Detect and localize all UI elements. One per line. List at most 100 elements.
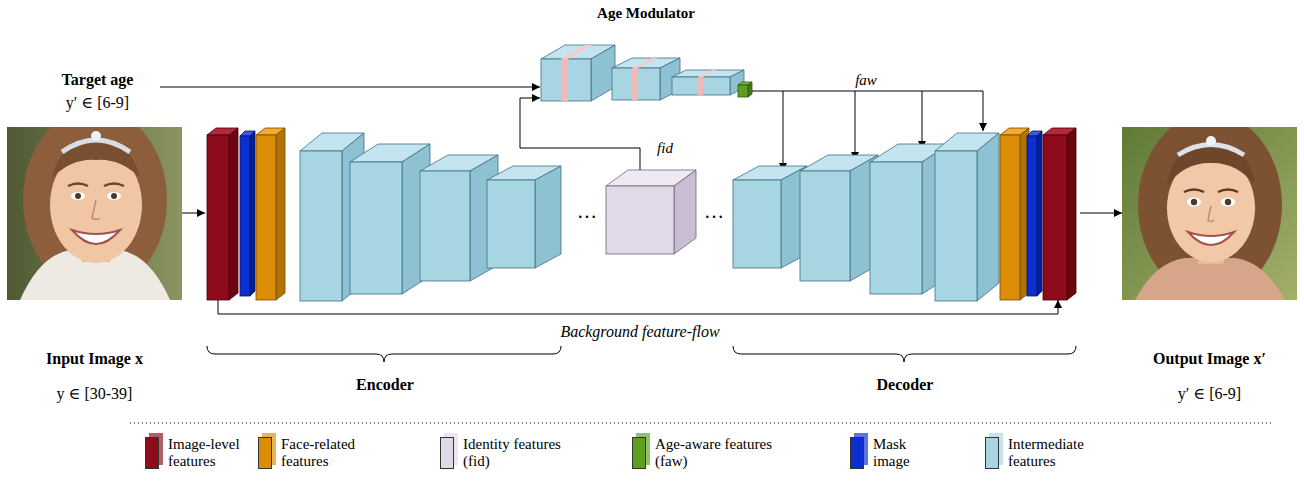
node-heading: fid — [620, 139, 710, 157]
intermediate-block-front — [733, 180, 781, 268]
modulator-stripe — [632, 58, 658, 68]
legend-swatch — [145, 437, 159, 469]
legend-item: Intermediate features — [985, 436, 1100, 469]
branch-arrow — [855, 91, 856, 160]
node-heading: Age Modulator — [540, 4, 752, 22]
legend-swatch — [440, 437, 454, 469]
ellipsis-mark: … — [574, 199, 600, 223]
decoder: Decoder — [730, 131, 1080, 300]
identity-cube-front — [606, 186, 674, 254]
intermediate-block-front — [420, 171, 470, 281]
modulator-block — [672, 70, 744, 95]
modulator-stripe — [561, 59, 568, 101]
face-related-block-front — [1000, 135, 1020, 300]
modulator-stripe — [632, 68, 638, 100]
connector-arrow — [218, 300, 1058, 314]
face-related-block — [256, 128, 285, 300]
image-level-block-side — [229, 128, 238, 300]
node-heading: Decoder — [730, 375, 1080, 394]
ellipsis-mark: … — [701, 199, 727, 223]
input-photo — [7, 127, 182, 300]
node-heading: Input Image x — [7, 349, 182, 368]
image-level-block-side — [1067, 128, 1076, 300]
legend-item: Image-level features — [145, 436, 253, 469]
legend-swatch — [985, 437, 999, 469]
output-image: Output Image x′y′ ∈ [6-9] — [1122, 127, 1297, 300]
feature-blocks — [207, 45, 1076, 301]
modulator-block-front — [612, 68, 660, 100]
connector-arrow — [1080, 213, 1122, 214]
intermediate-block-front — [870, 162, 922, 294]
intermediate-block — [420, 155, 498, 281]
output-photo — [1122, 127, 1297, 300]
age-aware-block — [738, 82, 752, 97]
node-subtext: y ∈ [30-39] — [7, 384, 182, 403]
node-heading: Encoder — [205, 375, 565, 394]
legend-text: Mask image — [873, 436, 918, 469]
encoder: Encoder — [205, 125, 565, 300]
decoder-brace — [733, 346, 1076, 362]
legend-item: Mask image — [850, 436, 918, 469]
intermediate-block-side — [977, 133, 999, 301]
encoder-brace — [207, 346, 561, 362]
face-related-block-side — [276, 128, 285, 300]
age-aware-block-side — [748, 82, 752, 97]
intermediate-block — [487, 166, 561, 268]
ellipsis-holder: … — [574, 199, 600, 223]
modulator-block — [541, 45, 615, 101]
target-age: Target agey′ ∈ [6-9] — [35, 70, 160, 112]
image-level-block-front — [207, 135, 229, 300]
mask-block — [1027, 131, 1042, 296]
modulator-block-front — [672, 77, 730, 95]
mask-block-side — [1037, 131, 1042, 296]
legend-separator — [130, 423, 1272, 424]
legend-text: Image-level features — [168, 436, 253, 469]
legend-swatch — [850, 437, 864, 469]
intermediate-block — [935, 133, 999, 301]
face-related-block — [1000, 128, 1029, 300]
modulator-stripe — [698, 77, 703, 95]
legend-text: Face-related features — [281, 436, 381, 469]
intermediate-block-front — [800, 171, 850, 281]
intermediate-block — [733, 166, 807, 268]
modulator-stripe — [561, 45, 592, 59]
edge-label: faw — [852, 71, 880, 89]
mask-block — [240, 131, 255, 296]
edge-label-holder: Background feature-flow — [557, 322, 722, 341]
legend-text: Intermediate features — [1008, 436, 1100, 469]
node-heading: Output Image x′ — [1122, 349, 1297, 368]
node-subtext: y′ ∈ [6-9] — [35, 93, 160, 112]
identity-features: fid — [606, 170, 696, 254]
modulator-block-side — [591, 45, 615, 101]
mask-block-front — [1027, 136, 1037, 296]
mask-block-side — [250, 131, 255, 296]
node-subtext: y′ ∈ [6-9] — [1122, 384, 1297, 403]
intermediate-block-front — [300, 151, 342, 301]
connector-arrow — [182, 213, 205, 214]
identity-cube-side — [674, 170, 696, 254]
identity-cube — [606, 170, 696, 254]
legend-text: Identity features (fid) — [463, 436, 583, 469]
legend-swatch — [258, 437, 272, 469]
branch-arrow — [783, 91, 784, 171]
connector-arrow — [520, 98, 640, 170]
age-modulator: Age Modulator — [540, 4, 752, 106]
intermediate-block — [800, 155, 878, 281]
intermediate-block-side — [535, 166, 561, 268]
image-level-block — [1043, 128, 1076, 300]
legend-text: Age-aware features (faw) — [655, 436, 785, 469]
image-level-block-front — [1043, 135, 1067, 300]
connector-arrow — [752, 91, 983, 131]
legend-item: Face-related features — [258, 436, 381, 469]
edge-label: Background feature-flow — [557, 322, 722, 341]
age-aware-block-front — [738, 85, 748, 97]
legend-swatch — [632, 437, 646, 469]
connector-arrow — [160, 87, 540, 88]
modulator-block-front — [541, 59, 591, 101]
mask-block-front — [240, 136, 250, 296]
ellipsis-holder: … — [701, 199, 727, 223]
